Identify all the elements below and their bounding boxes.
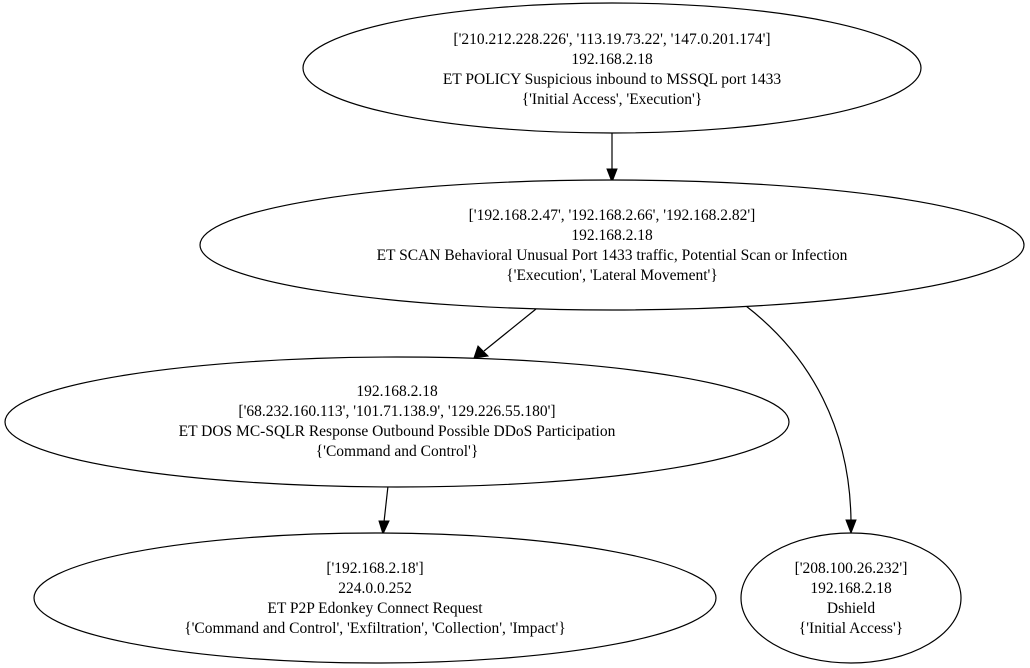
- node-n3-line-4: {'Command and Control'}: [316, 443, 479, 460]
- node-n1: ['210.212.228.226', '113.19.73.22', '147…: [302, 2, 922, 134]
- node-n5-line-2: 192.168.2.18: [810, 580, 892, 597]
- node-n1-line-3: ET POLICY Suspicious inbound to MSSQL po…: [443, 71, 782, 88]
- edge-n1-n2: [606, 133, 618, 184]
- node-n2-line-3: ET SCAN Behavioral Unusual Port 1433 tra…: [377, 247, 848, 264]
- node-n5-line-4: {'Initial Access'}: [799, 620, 903, 637]
- node-n3-line-1: 192.168.2.18: [356, 383, 438, 400]
- node-n2-line-4: {'Execution', 'Lateral Movement'}: [506, 267, 718, 284]
- node-n1-line-2: 192.168.2.18: [571, 51, 653, 68]
- node-n4-line-2: 224.0.0.252: [338, 580, 412, 597]
- node-n2-line-2: 192.168.2.18: [571, 227, 653, 244]
- edge-n3-n4: [378, 485, 390, 536]
- node-n4: ['192.168.2.18'] 224.0.0.252 ET P2P Edon…: [33, 532, 717, 664]
- node-n4-line-3: ET P2P Edonkey Connect Request: [267, 600, 483, 617]
- node-n5-line-3: Dshield: [827, 600, 875, 617]
- node-n2: ['192.168.2.47', '192.168.2.66', '192.16…: [199, 179, 1025, 311]
- node-n1-line-4: {'Initial Access', 'Execution'}: [522, 91, 703, 108]
- edges: [378, 133, 857, 536]
- node-n3: 192.168.2.18 ['68.232.160.113', '101.71.…: [4, 356, 790, 488]
- node-n3-line-2: ['68.232.160.113', '101.71.138.9', '129.…: [238, 403, 555, 420]
- node-n2-line-1: ['192.168.2.47', '192.168.2.66', '192.16…: [469, 207, 756, 224]
- edge-n2-n3: [473, 308, 537, 359]
- edge-n2-n5: [745, 305, 857, 535]
- node-n1-line-1: ['210.212.228.226', '113.19.73.22', '147…: [453, 31, 770, 48]
- node-n4-line-4: {'Command and Control', 'Exfiltration', …: [184, 620, 566, 637]
- node-n5-line-1: ['208.100.26.232']: [795, 560, 908, 577]
- node-n4-line-1: ['192.168.2.18']: [326, 560, 423, 577]
- node-n3-line-3: ET DOS MC-SQLR Response Outbound Possibl…: [179, 423, 616, 440]
- node-n5: ['208.100.26.232'] 192.168.2.18 Dshield …: [740, 532, 962, 664]
